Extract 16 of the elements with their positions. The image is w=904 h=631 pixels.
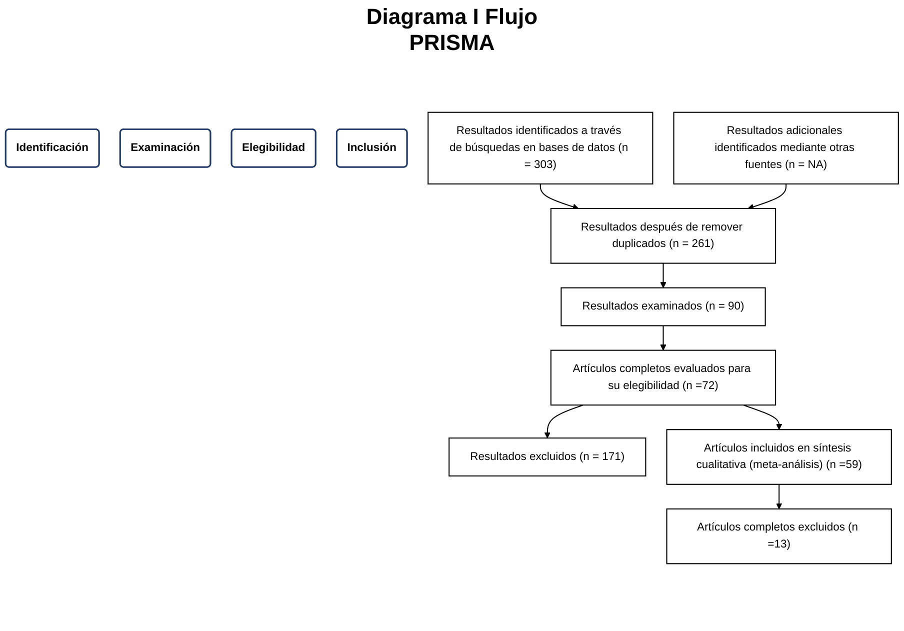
- node-box: Resultados identificados a través de búsquedas en bases de datos (n = 303): [428, 112, 654, 184]
- node-box: Artículos completos evaluados para su elegibilidad (n =72): [550, 350, 776, 406]
- node-box: Artículos completos excluidos (n =13): [666, 508, 892, 564]
- node-box: Resultados excluidos (n = 171): [448, 438, 646, 476]
- arrow: [748, 184, 787, 210]
- arrow: [660, 263, 666, 288]
- arrow: [776, 484, 782, 510]
- node-box: Resultados adicionales identificados mediante otras fuentes (n = NA): [673, 112, 899, 184]
- arrow: [540, 184, 579, 210]
- node-box: Artículos incluidos en síntesis cualitativa (meta-análisis) (n =59): [666, 429, 892, 485]
- diagram-title: Diagrama I Flujo PRISMA: [365, 4, 539, 56]
- node-box: Resultados después de remover duplicados (n = 261): [550, 208, 776, 264]
- node-box: Resultados examinados (n = 90): [560, 287, 766, 326]
- arrow: [544, 404, 584, 438]
- arrow: [660, 326, 666, 351]
- arrow: [743, 404, 782, 430]
